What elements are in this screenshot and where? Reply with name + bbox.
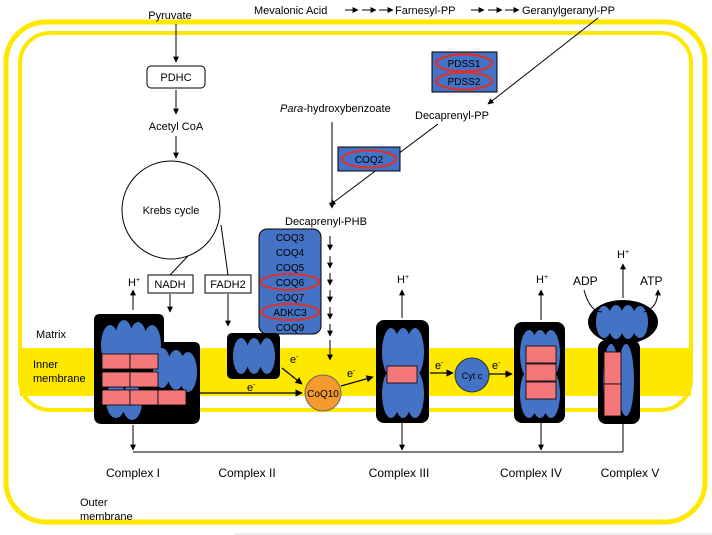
coq-enzyme-label: COQ3 (276, 233, 305, 244)
decaprenyl-phb-label: Decaprenyl-PHB (285, 216, 367, 228)
farnesyl-pp-label: Farnesyl-PP (395, 5, 456, 17)
e-label-ciii: e- (435, 360, 444, 372)
nadh-box (147, 274, 194, 294)
complex-v-h-label: H+ (617, 249, 629, 261)
krebs-cycle-label: Krebs cycle (143, 205, 200, 217)
pdss2-label: PDSS2 (448, 77, 481, 88)
complex-iii-h-label: H+ (397, 274, 409, 286)
mevalonic-acid-label: Mevalonic Acid (254, 5, 327, 17)
complex-iv (514, 322, 565, 423)
e-label-cytc: e- (492, 360, 501, 372)
coq-enzyme-label: COQ5 (276, 263, 305, 274)
matrix-label: Matrix (36, 329, 66, 341)
coq-enzyme-label: ADKC3 (273, 308, 307, 319)
pdss2-ring (435, 71, 493, 91)
e-label-cII: e- (290, 354, 299, 366)
complex-iv-h-label: H+ (536, 274, 548, 286)
complex-i-label: Complex I (106, 466, 160, 480)
geranylgeranyl-pp-label: Geranylgeranyl-PP (522, 5, 615, 17)
complex-ii-label: Complex II (218, 466, 275, 480)
cytc-circle (454, 357, 490, 393)
inner-membrane-label-2: membrane (33, 373, 86, 385)
complex-ii (227, 333, 280, 379)
atp-label: ATP (640, 274, 662, 288)
adkc3-ring (260, 303, 320, 321)
coq2-label: COQ2 (355, 155, 384, 166)
fadh2-box (204, 274, 252, 294)
e-label-cI: e- (247, 382, 256, 394)
coq10-label: CoQ10 (307, 389, 339, 400)
para-hydroxybenzoate-label: Para-hydroxybenzoate (280, 103, 391, 115)
pyruvate-label: Pyruvate (148, 10, 191, 22)
e-label-coq: e- (347, 368, 356, 380)
coq-enzyme-box (258, 228, 322, 335)
coq6-ring (260, 273, 320, 291)
complex-i (94, 314, 200, 424)
outer-membrane (3, 19, 708, 525)
coq10-circle (304, 374, 342, 412)
acetyl-coa-label: Acetyl CoA (149, 121, 204, 133)
outer-membrane-label-1: Outer (80, 497, 108, 509)
pdss1-label: PDSS1 (448, 59, 481, 70)
coq-enzyme-label: COQ9 (276, 323, 305, 334)
complex-v (588, 300, 658, 424)
coq-enzyme-label: COQ4 (276, 248, 305, 259)
complex-v-label: Complex V (601, 466, 660, 480)
complex-iii-label: Complex III (369, 466, 430, 480)
complex-i-h-label: H+ (128, 277, 140, 289)
coq-enzyme-label: COQ6 (276, 278, 305, 289)
inner-membrane-label-1: Inner (33, 359, 58, 371)
decaprenyl-pp-label: Decaprenyl-PP (415, 110, 489, 122)
outer-membrane-label-2: membrane (80, 511, 133, 523)
pdhc-box (146, 65, 206, 89)
nadh-label: NADH (154, 279, 185, 291)
krebs-cycle-circle (121, 160, 221, 260)
coq-enzyme-label: COQ7 (276, 293, 305, 304)
pdhc-label: PDHC (160, 72, 191, 84)
complex-iii (376, 320, 429, 423)
complex-iv-label: Complex IV (500, 466, 562, 480)
cytc-label: Cyt c (462, 371, 483, 381)
fadh2-label: FADH2 (210, 279, 245, 291)
coq2-ring (341, 149, 397, 169)
adp-label: ADP (573, 274, 598, 288)
inner-membrane-outline (18, 31, 693, 412)
